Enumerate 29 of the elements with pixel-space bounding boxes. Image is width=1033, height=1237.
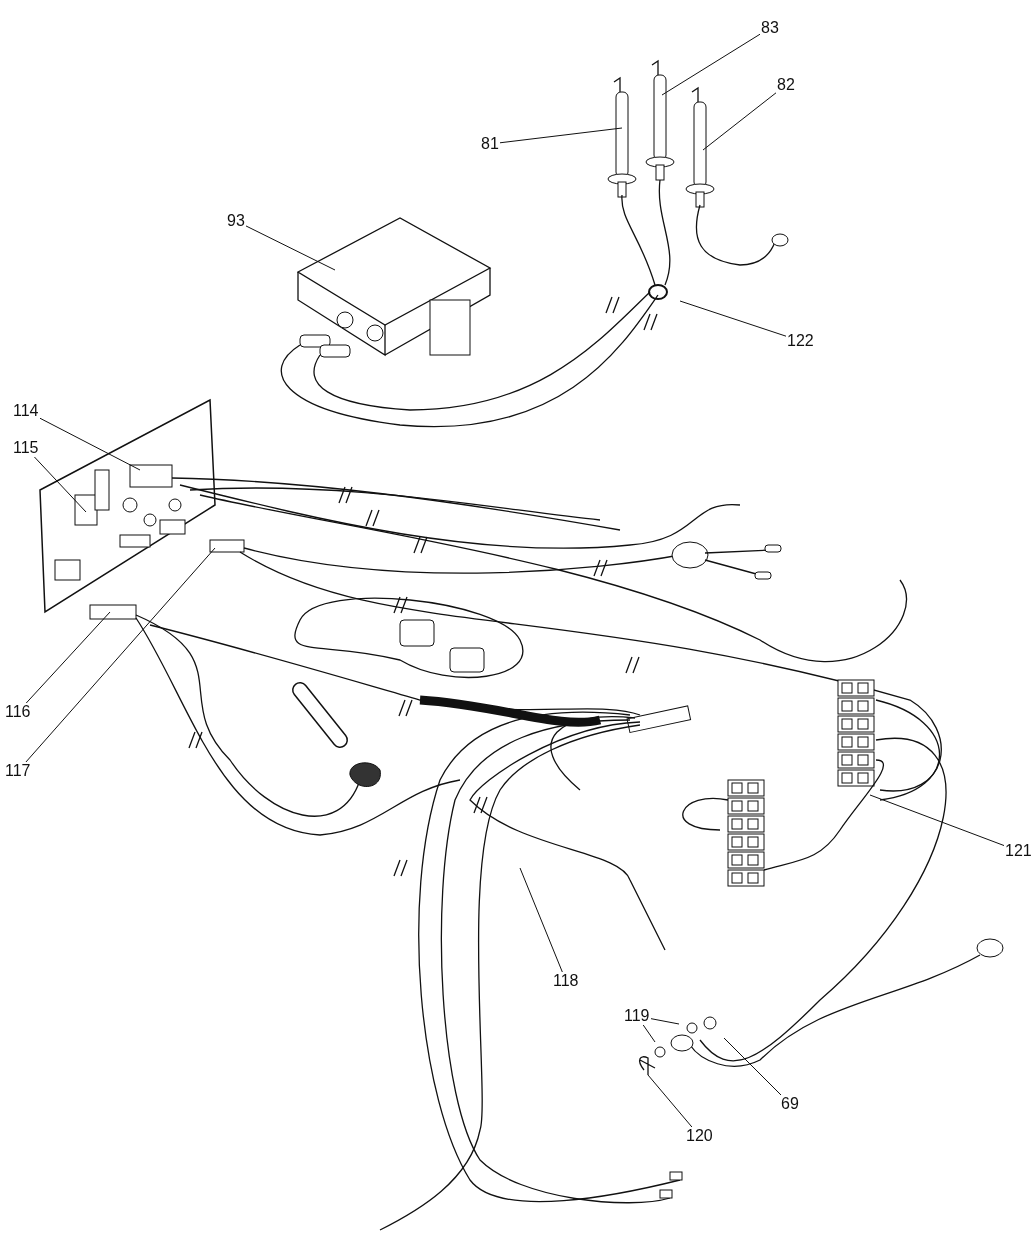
- callout-number: 83: [760, 19, 780, 37]
- callout-number: 121: [1004, 842, 1033, 860]
- leader-line: [661, 33, 761, 96]
- callout-number: 118: [552, 972, 580, 990]
- leader-line: [642, 1024, 656, 1043]
- leader-line: [25, 547, 216, 763]
- callout-number: 69: [780, 1095, 800, 1113]
- callout-number: 81: [480, 135, 500, 153]
- callout-number: 93: [226, 212, 246, 230]
- leader-line: [679, 300, 787, 337]
- leader-line: [245, 225, 336, 271]
- callout-number: 122: [786, 332, 815, 350]
- callout-number: 116: [4, 703, 32, 721]
- leader-line: [519, 867, 563, 973]
- leader-line: [650, 1018, 680, 1025]
- callout-number: 114: [12, 402, 40, 420]
- callout-number: 120: [685, 1127, 714, 1145]
- callout-number: 115: [12, 439, 40, 457]
- leader-line: [869, 794, 1005, 847]
- leader-line: [25, 611, 111, 704]
- leader-line: [499, 127, 623, 144]
- leader-line: [33, 456, 87, 513]
- callout-number: 82: [776, 76, 796, 94]
- callout-number: 119: [623, 1007, 651, 1025]
- leader-line: [39, 417, 141, 471]
- callout-number: 117: [4, 762, 32, 780]
- leader-line: [647, 1074, 693, 1128]
- leader-line: [723, 1037, 782, 1096]
- leader-line: [702, 92, 777, 151]
